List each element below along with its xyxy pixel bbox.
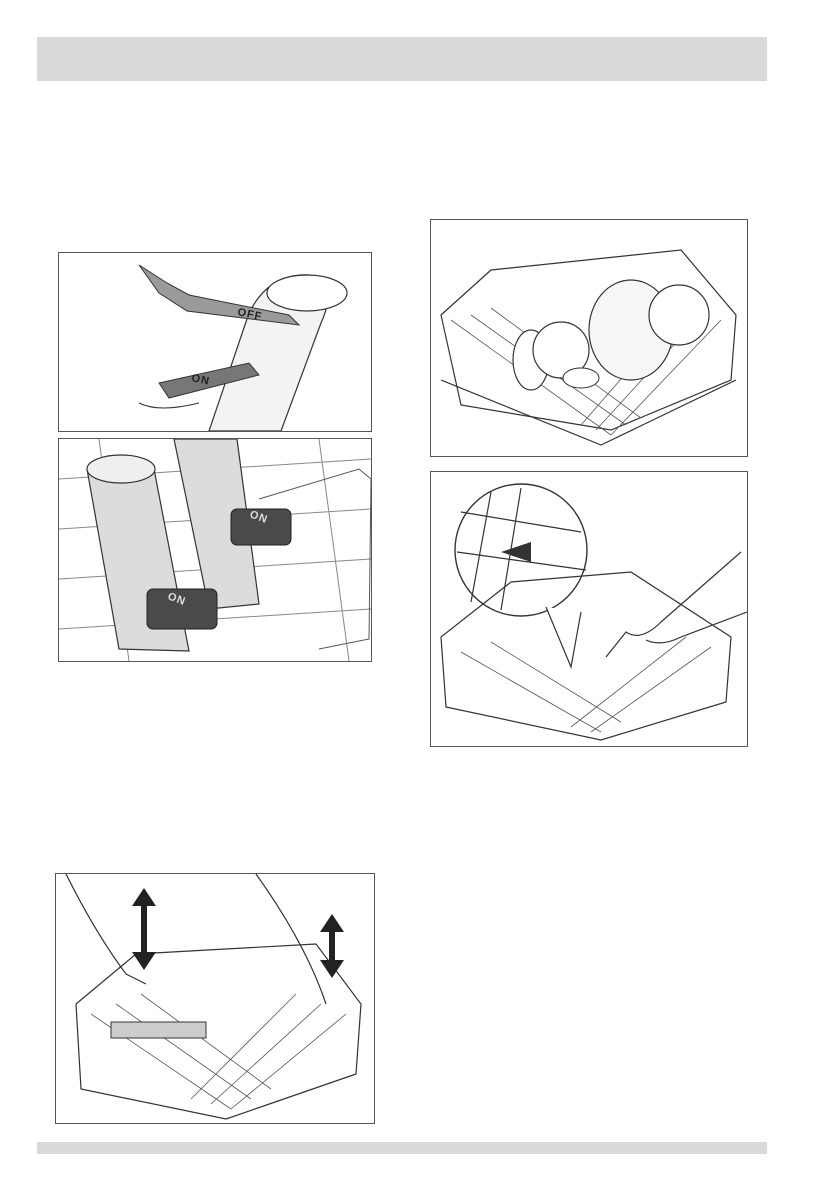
up-down-arrow-icon [132, 888, 156, 970]
footer-bar [37, 1142, 767, 1154]
figure-folding-tines [430, 471, 748, 747]
figure-sprayer-lever: OFF ON [58, 252, 372, 432]
folding-tines-illustration [431, 472, 747, 746]
figure-basket-height [55, 873, 375, 1124]
sprayer-basket-illustration: ON ON [59, 439, 371, 661]
header-bar [37, 37, 767, 81]
sprayer-lever-illustration: OFF ON [59, 253, 371, 431]
loaded-basket-illustration [431, 220, 747, 456]
figure-loaded-basket [430, 219, 748, 457]
basket-height-illustration [56, 874, 374, 1123]
figure-sprayer-in-basket: ON ON [58, 438, 372, 662]
up-down-arrow-icon [320, 914, 344, 978]
